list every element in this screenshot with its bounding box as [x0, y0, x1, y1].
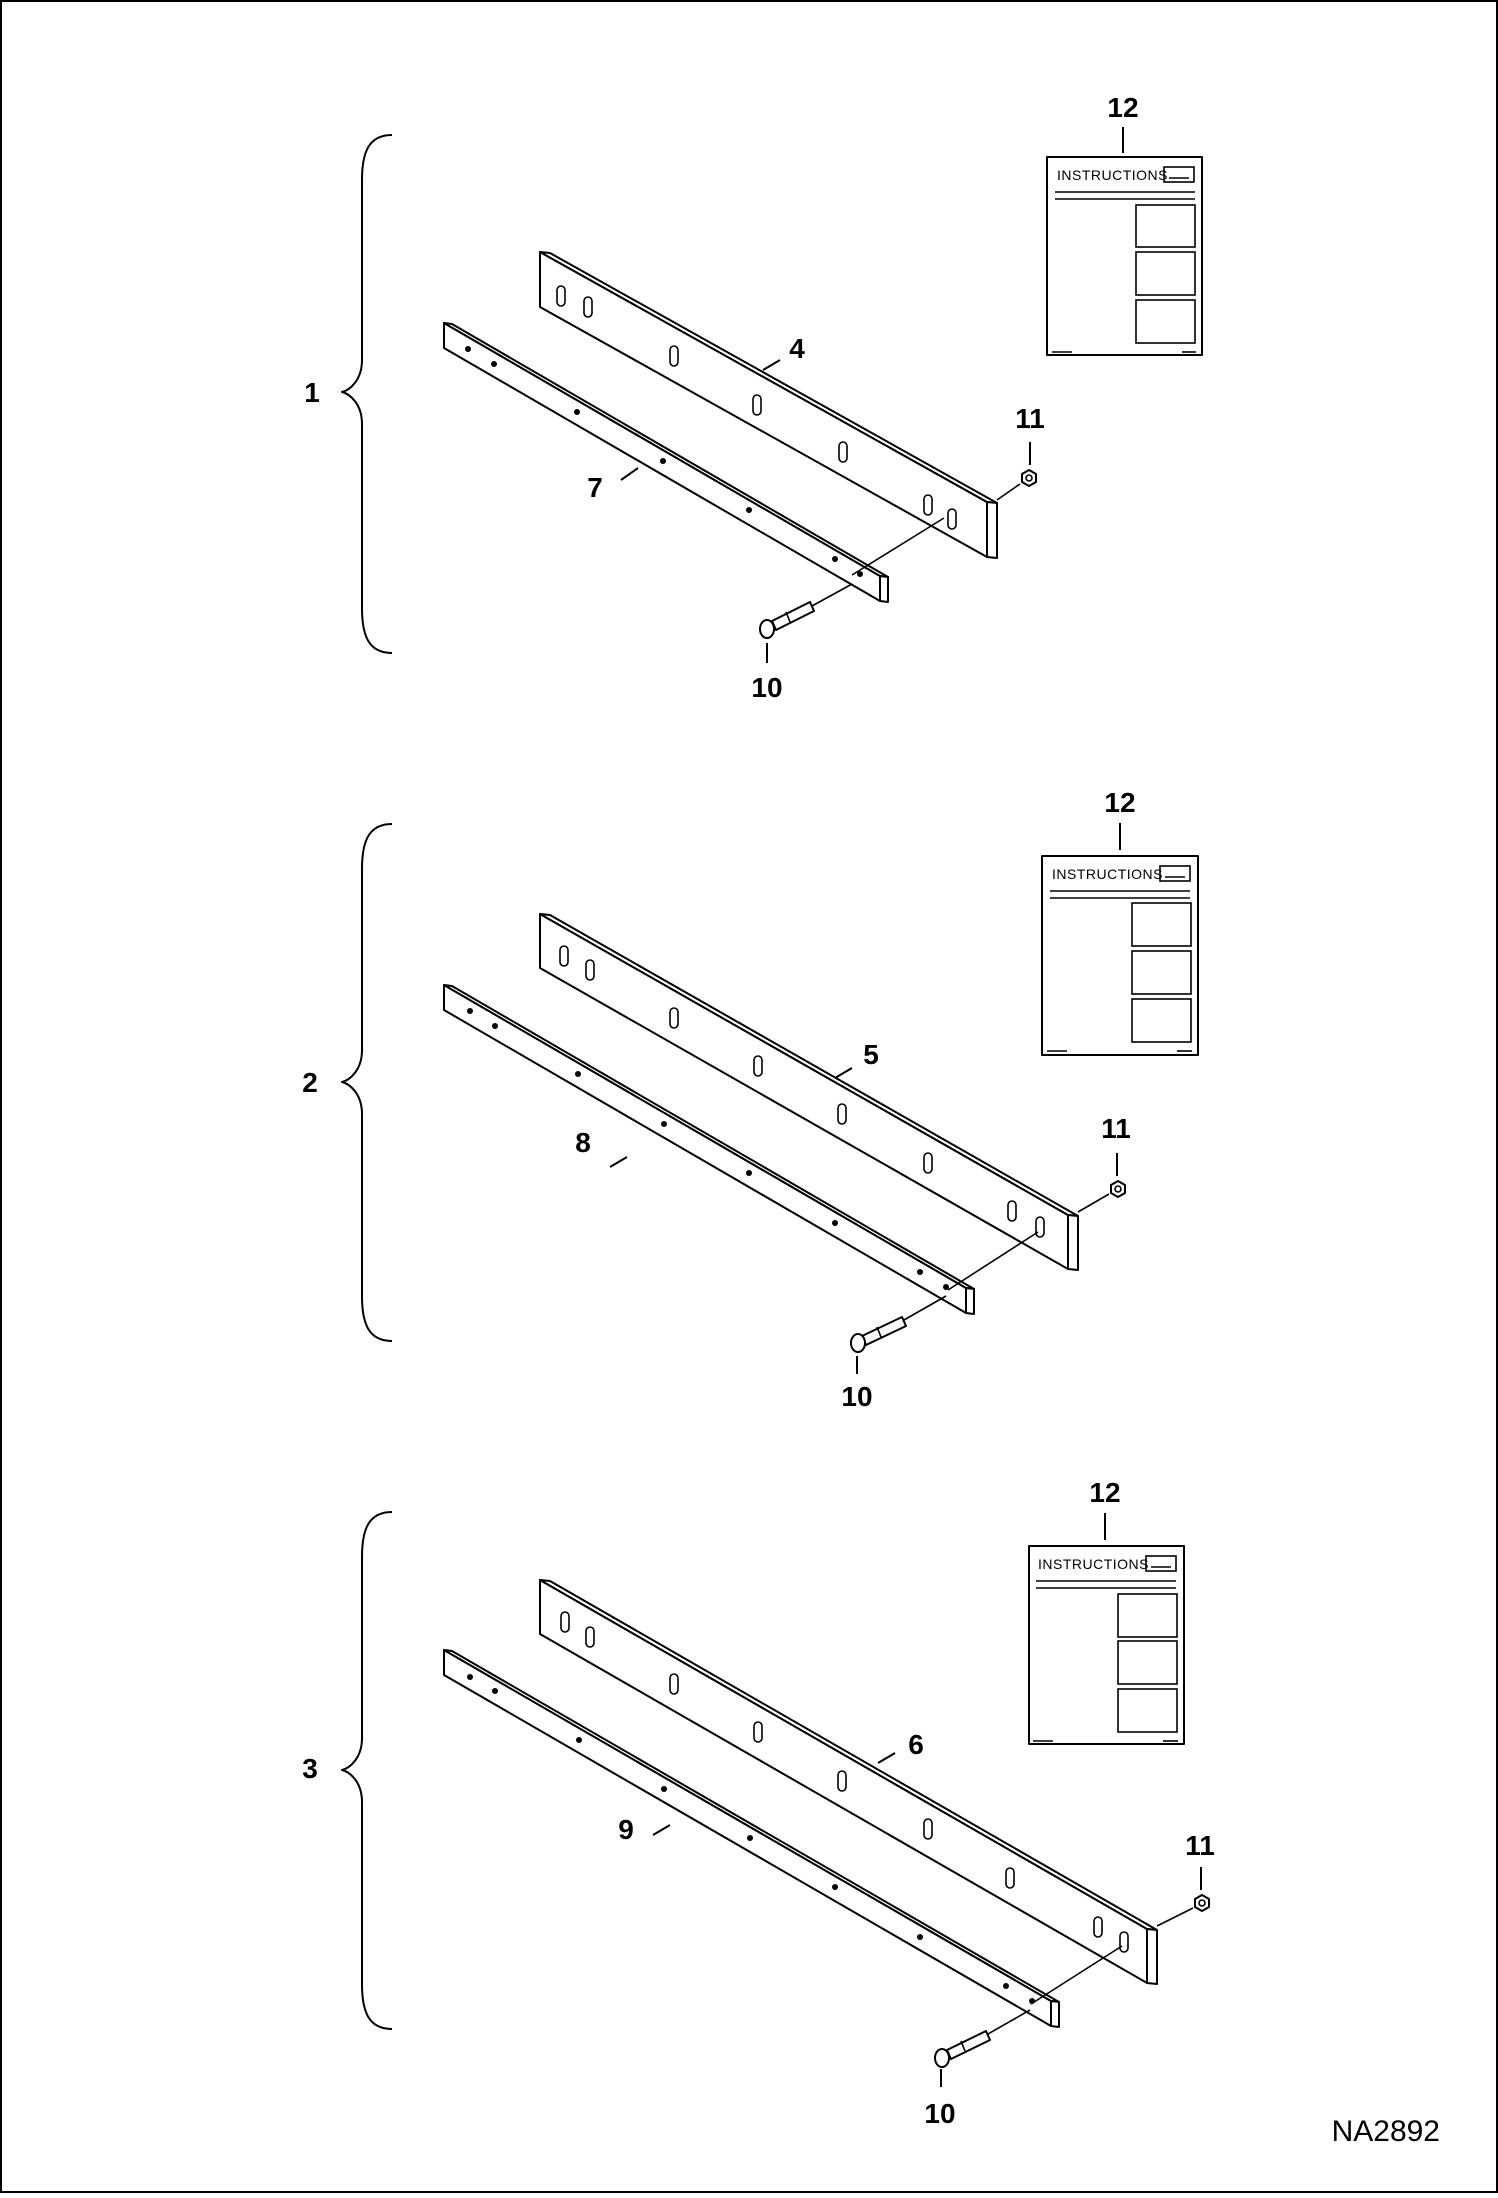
leader-strip-3 — [652, 1824, 671, 1836]
kit-group-1: 1 INSTRUCTIONS 12 — [304, 92, 1203, 703]
kit-brace-2 — [341, 823, 393, 1342]
nut-callout-1: 11 — [1015, 403, 1045, 434]
kit-brace-3 — [341, 1511, 393, 2030]
kit-number-3: 3 — [302, 1753, 318, 1784]
instructions-booklet-1: INSTRUCTIONS — [1046, 156, 1203, 356]
kit-group-2: 2 INSTRUCTIONS 12 — [302, 787, 1199, 1412]
instructions-title-2: INSTRUCTIONS — [1052, 866, 1163, 882]
leader-bar-1 — [762, 359, 781, 371]
wear-strip-3 — [443, 1649, 1060, 2028]
nut-callout-2: 11 — [1101, 1113, 1131, 1144]
kit-number-1: 1 — [304, 377, 320, 408]
leader-bar-3 — [877, 1752, 896, 1764]
wear-strip-1 — [443, 322, 889, 603]
wear-strip-2 — [443, 984, 975, 1315]
cutting-edge-bar-3 — [539, 1579, 1158, 1985]
bolt-callout-3: 10 — [924, 2098, 955, 2129]
callout-12-1: 12 — [1107, 92, 1138, 123]
hex-nut-2 — [1077, 1180, 1126, 1213]
strip-callout-2: 8 — [575, 1127, 591, 1158]
callout-12-2: 12 — [1104, 787, 1135, 818]
bolt-callout-1: 10 — [751, 672, 782, 703]
leader-bar-2 — [834, 1067, 853, 1079]
strip-callout-1: 7 — [587, 472, 603, 503]
bar-callout-1: 4 — [789, 333, 805, 364]
leader-strip-1 — [620, 467, 639, 481]
bar-callout-2: 5 — [863, 1039, 879, 1070]
nut-callout-3: 11 — [1185, 1830, 1215, 1861]
carriage-bolt-1 — [759, 517, 945, 639]
carriage-bolt-2 — [850, 1231, 1039, 1353]
figure-id: NA2892 — [1332, 2115, 1440, 2148]
instructions-booklet-3: INSTRUCTIONS — [1028, 1545, 1185, 1745]
hex-nut-1 — [996, 469, 1037, 501]
instructions-title-1: INSTRUCTIONS — [1057, 167, 1168, 183]
kit-brace-1 — [341, 134, 393, 654]
instructions-booklet-2: INSTRUCTIONS — [1041, 855, 1199, 1056]
bolt-callout-2: 10 — [841, 1381, 872, 1412]
strip-callout-3: 9 — [618, 1814, 634, 1845]
bar-callout-3: 6 — [908, 1729, 924, 1760]
leader-strip-2 — [609, 1156, 628, 1168]
instructions-title-3: INSTRUCTIONS — [1038, 1556, 1149, 1572]
kit-number-2: 2 — [302, 1067, 318, 1098]
cutting-edge-bar-1 — [539, 251, 998, 559]
hex-nut-3 — [1156, 1894, 1210, 1927]
carriage-bolt-3 — [934, 1945, 1123, 2068]
callout-12-3: 12 — [1089, 1477, 1120, 1508]
kit-group-3: 3 INSTRUCTIONS 12 — [302, 1477, 1215, 2129]
cutting-edge-bar-2 — [539, 913, 1079, 1271]
